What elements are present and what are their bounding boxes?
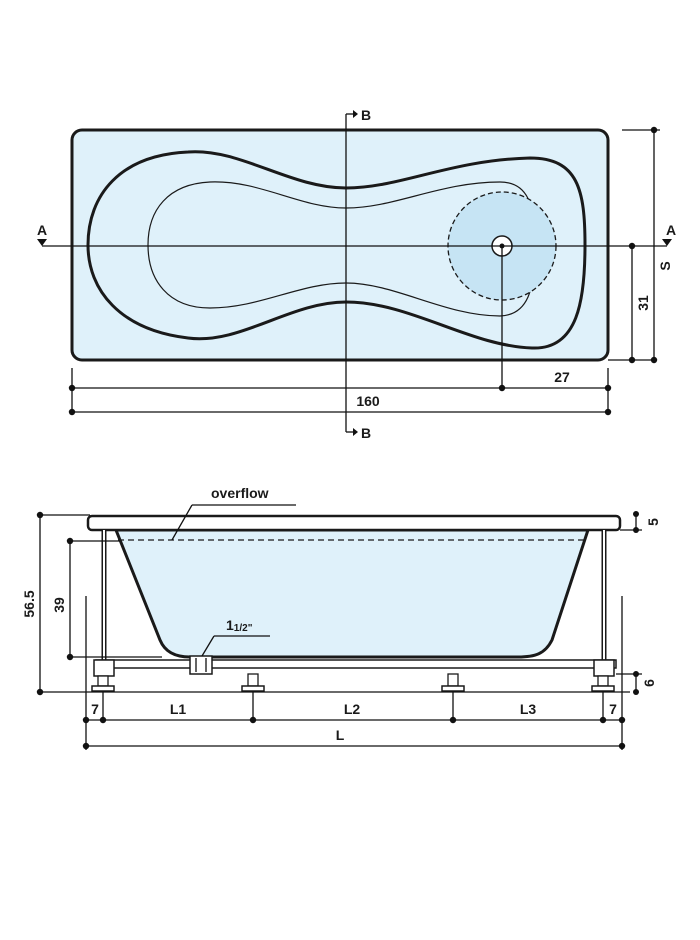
dim-edge-right-label: 7 <box>609 701 617 717</box>
dim-drain-offset-label: 27 <box>554 369 570 385</box>
dim-length-label: 160 <box>356 393 380 409</box>
side-view: overflow 11/2" <box>21 485 661 750</box>
dim-edge-left-label: 7 <box>91 701 99 717</box>
dim-l1-label: L1 <box>170 701 187 717</box>
tub-bottom-outline <box>147 181 536 317</box>
section-b-top-arrow-icon <box>353 110 358 118</box>
tub-side-basin <box>113 528 591 659</box>
tub-basin-outline <box>86 150 587 350</box>
foot-icon <box>591 675 615 692</box>
dim-foot-label: 6 <box>641 679 657 687</box>
plan-view: A A B B 27 160 31 S <box>37 107 676 441</box>
section-b-bottom-arrow-icon <box>353 428 358 436</box>
dim-inner-height-label: 39 <box>51 597 67 613</box>
drain-fitting-icon <box>189 655 213 675</box>
dim-width-label: S <box>657 261 673 270</box>
drain-size-label: 11/2" <box>226 617 253 634</box>
drain-leader <box>201 635 215 657</box>
section-a-left-arrow-icon <box>37 239 47 246</box>
section-a-left-label: A <box>37 222 47 238</box>
section-b-bottom-label: B <box>361 425 371 441</box>
foot-icon <box>91 675 115 692</box>
dim-total-length-label: L <box>336 727 345 743</box>
section-a-right-label: A <box>666 222 676 238</box>
dim-rim-label: 5 <box>645 518 661 526</box>
tub-side-rim <box>86 514 622 532</box>
overflow-leader <box>171 504 193 541</box>
dim-l2-label: L2 <box>344 701 361 717</box>
foot-icon <box>441 673 465 692</box>
section-a-right-arrow-icon <box>662 239 672 246</box>
base-frame <box>95 659 617 669</box>
dim-total-height-label: 56.5 <box>21 590 37 617</box>
overflow-label: overflow <box>211 485 269 501</box>
section-b-top-label: B <box>361 107 371 123</box>
dim-drain-height-label: 31 <box>635 295 651 311</box>
dim-l3-label: L3 <box>520 701 537 717</box>
foot-icon <box>241 673 265 692</box>
